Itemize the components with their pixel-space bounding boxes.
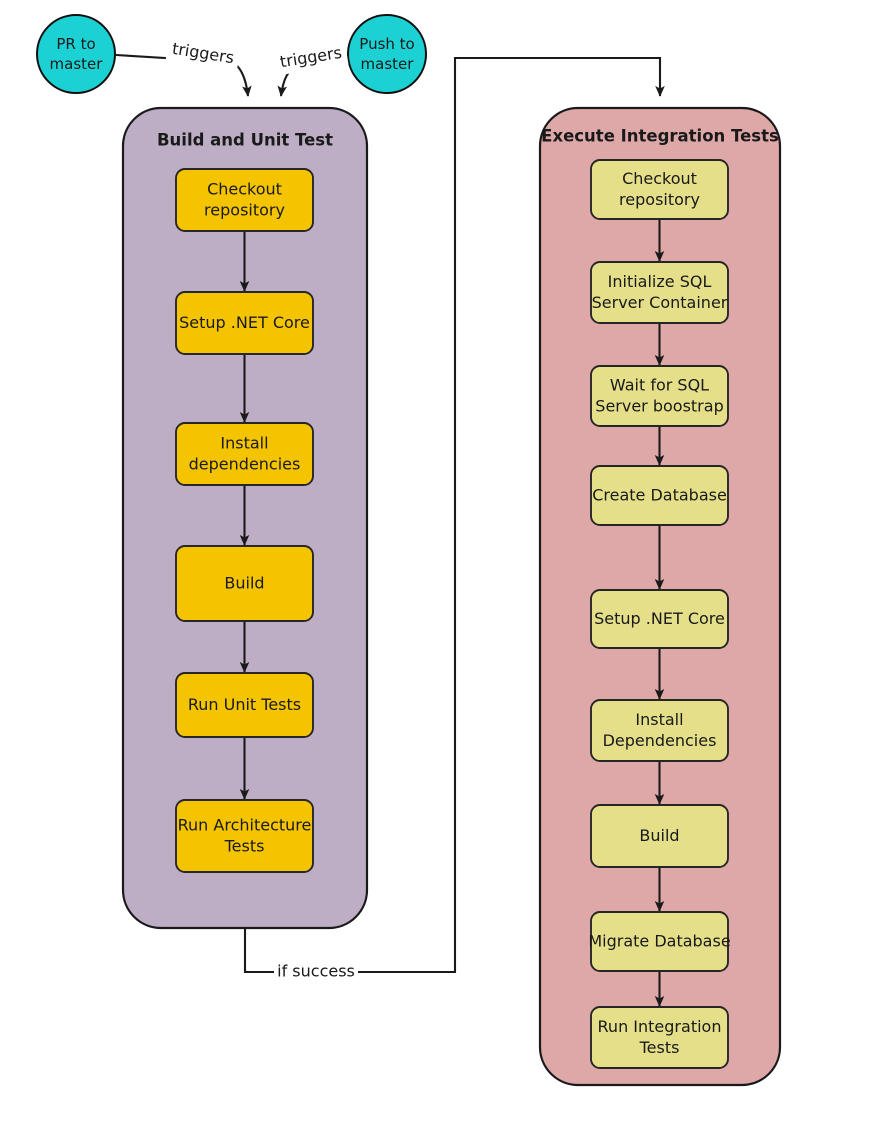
group-title-build-and-unit-test: Build and Unit Test — [157, 131, 333, 150]
node-label-int-setup-dotnet-core: Setup .NET Core — [594, 609, 725, 628]
edge-label-triggers-right: triggers — [279, 43, 344, 72]
edges — [115, 53, 665, 1007]
node-label-migrate-database: Migrate Database — [588, 931, 730, 950]
edge-label-if-success: if success — [277, 962, 355, 981]
group-container-build-and-unit-test[interactable] — [121, 106, 369, 930]
node-label-create-database: Create Database — [592, 485, 727, 504]
node-label-run-unit-tests: Run Unit Tests — [188, 695, 301, 714]
edge-if-success — [243, 56, 665, 974]
edge-label-triggers-left: triggers — [171, 39, 236, 68]
node-label-setup-dotnet-core: Setup .NET Core — [179, 313, 310, 332]
node-label-build: Build — [224, 573, 264, 592]
node-label-int-build: Build — [639, 826, 679, 845]
group-title-execute-integration-tests: Execute Integration Tests — [541, 127, 779, 146]
